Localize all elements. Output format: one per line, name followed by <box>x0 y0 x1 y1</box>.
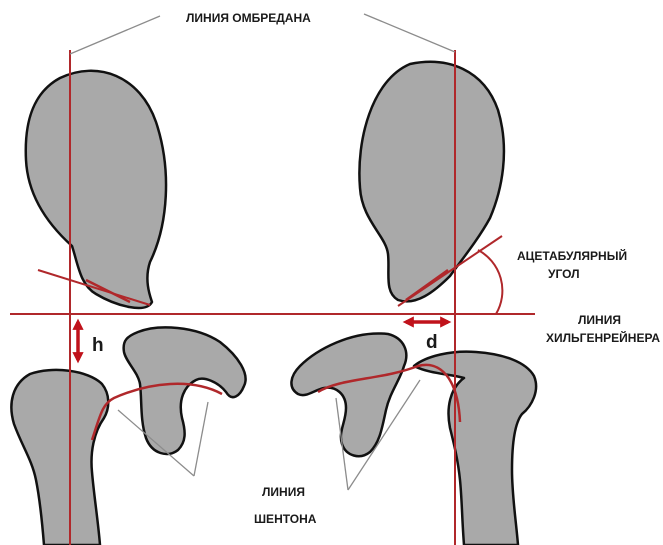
ombredan-leader-left <box>70 16 160 54</box>
shenton-leader-2 <box>194 402 208 476</box>
right-iliac-wing <box>359 62 504 302</box>
acetabular-angle-label-line1: АЦЕТАБУЛЯРНЫЙ <box>517 248 627 263</box>
acetabular-angle-label-line2: УГОЛ <box>548 267 580 281</box>
right-femur <box>414 352 536 545</box>
shenton-label-line2: ШЕНТОНА <box>254 512 317 526</box>
shenton-label-line1: ЛИНИЯ <box>262 485 305 499</box>
right-ischiopubic-bone <box>291 333 406 456</box>
hilgenreiner-label-line2: ХИЛЬГЕНРЕЙНЕРА <box>546 330 660 345</box>
left-femur <box>11 370 108 545</box>
left-ischiopubic-bone <box>124 327 246 454</box>
acetabular-angle-arc <box>478 250 502 314</box>
h-label: h <box>92 335 104 356</box>
ombredan-leader-right <box>364 14 455 52</box>
ombredan-line-label: ЛИНИЯ ОМБРЕДАНА <box>186 11 311 25</box>
hilgenreiner-label-line1: ЛИНИЯ <box>578 313 621 327</box>
d-label: d <box>426 332 438 353</box>
